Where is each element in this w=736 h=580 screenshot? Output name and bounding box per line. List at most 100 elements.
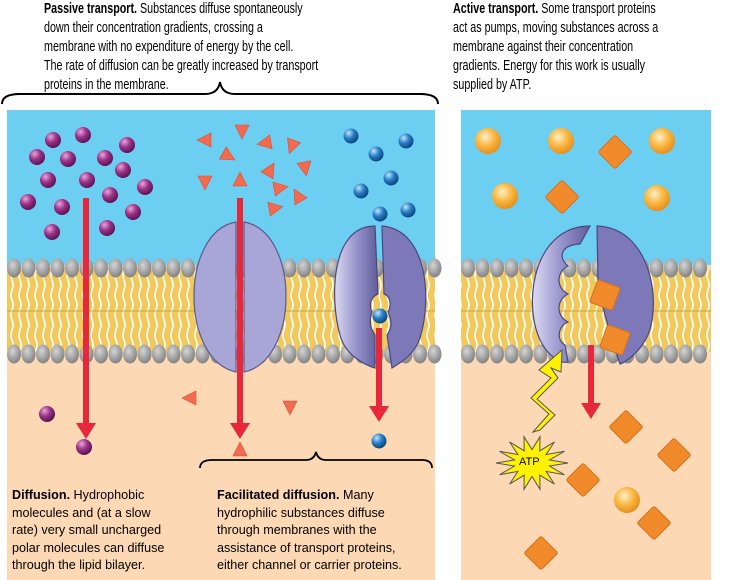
- phospholipid-head: [108, 344, 123, 364]
- phospholipid-head: [678, 258, 693, 278]
- pumped-solute: [657, 438, 691, 472]
- caption-line: The rate of diffusion can be greatly inc…: [44, 58, 319, 74]
- passive-transport-caption: Passive transport. Substances diffuse sp…: [44, 0, 318, 95]
- caption-line: either channel or carrier proteins.: [217, 558, 402, 573]
- hydrophobic-molecule: [54, 199, 70, 215]
- phospholipid-head: [21, 258, 36, 278]
- carrier-transported-molecule: [383, 170, 399, 186]
- phospholipid-head: [94, 258, 108, 278]
- phospholipid-head: [311, 344, 326, 364]
- orange-solute-sphere: [475, 128, 501, 154]
- phospholipid-head: [166, 258, 181, 278]
- pumped-solute: [566, 463, 600, 497]
- hydrophobic-molecule: [40, 172, 56, 188]
- hydrophobic-molecule: [79, 172, 95, 188]
- phospholipid-head: [562, 258, 577, 278]
- phospholipid-head: [461, 258, 475, 278]
- phospholipid-head: [475, 258, 490, 278]
- orange-solute-sphere: [492, 183, 518, 209]
- hydrophilic-molecule: [181, 390, 197, 406]
- pumped-solute: [609, 410, 643, 444]
- caption-line: act as pumps, moving substances across a: [453, 20, 659, 36]
- pump-protein-left-half: [531, 225, 592, 363]
- phospholipid-head: [577, 258, 591, 278]
- pumped-solute: [524, 536, 558, 570]
- phospholipid-head: [50, 258, 65, 278]
- hydrophilic-molecule: [293, 188, 308, 206]
- pumped-solute: [637, 506, 671, 540]
- phospholipid-head: [36, 344, 50, 364]
- caption-line: gradients. Energy for this work is usual…: [453, 58, 646, 74]
- pumped-solute: [599, 324, 631, 356]
- caption-line: polar molecules can diffuse: [12, 540, 165, 555]
- phospholipid-head: [427, 258, 442, 278]
- phospholipid-head: [577, 344, 591, 364]
- channel-protein-right-half: [243, 221, 287, 373]
- phospholipid-head: [413, 344, 427, 364]
- carrier-transported-molecule: [372, 206, 388, 222]
- caption-line: proteins in the membrane.: [44, 77, 169, 93]
- phospholipid-head: [36, 258, 50, 278]
- phospholipid-head: [152, 344, 166, 364]
- facilitated-title: Facilitated diffusion.: [217, 488, 340, 502]
- phospholipid-head: [282, 344, 297, 364]
- caption-line: Hydrophobic: [70, 488, 145, 502]
- atp-label: ATP: [519, 456, 540, 468]
- phospholipid-head: [427, 344, 442, 364]
- phospholipid-head: [108, 258, 123, 278]
- carrier-transported-molecule: [353, 183, 369, 199]
- caption-line: membrane against their concentration: [453, 39, 634, 55]
- hydrophobic-molecule: [125, 204, 141, 220]
- carrier-transported-molecule: [398, 133, 414, 149]
- hydrophobic-molecule: [29, 149, 45, 165]
- hydrophobic-molecule: [97, 150, 113, 166]
- phospholipid-head: [490, 344, 504, 364]
- phospholipid-head: [181, 344, 195, 364]
- passive-transport-brace: [1, 81, 439, 105]
- caption-line: rate) very small uncharged: [12, 523, 162, 538]
- hydrophilic-molecule: [232, 441, 248, 457]
- carrier-transported-molecule: [400, 202, 416, 218]
- phospholipid-head: [282, 258, 297, 278]
- active-title: Active transport.: [453, 1, 539, 17]
- caption-line: assistance of transport proteins,: [217, 540, 396, 555]
- diffusion-title: Diffusion.: [12, 488, 71, 502]
- hydrophilic-molecule: [282, 400, 298, 416]
- hydrophilic-molecule: [218, 146, 236, 161]
- phospholipid-head: [693, 344, 707, 364]
- phospholipid-head: [475, 344, 490, 364]
- channel-diffusion-arrow-head: [230, 423, 250, 439]
- orange-solute-sphere: [548, 128, 574, 154]
- phospholipid-head: [7, 344, 21, 364]
- active-transport-arrow-head: [581, 403, 601, 419]
- pumped-solute: [589, 279, 621, 311]
- caption-line: membrane with no expenditure of energy b…: [44, 39, 294, 55]
- phospholipid-head: [664, 344, 678, 364]
- hydrophobic-molecule: [99, 220, 115, 236]
- caption-line: Substances diffuse spontaneously: [137, 1, 303, 17]
- hydrophilic-molecule: [296, 160, 312, 177]
- caption-line: supplied by ATP.: [453, 77, 532, 93]
- carrier-transported-molecule: [371, 433, 387, 449]
- caption-line: Many: [339, 488, 374, 502]
- phospholipid-head: [504, 258, 519, 278]
- diffusion-direction-arrow-head: [76, 423, 96, 439]
- hydrophilic-molecule: [287, 137, 302, 155]
- caption-line: hydrophilic substances diffuse: [217, 505, 385, 520]
- hydrophobic-molecule: [60, 151, 76, 167]
- carrier-transported-molecule: [372, 308, 388, 324]
- carrier-transported-molecule: [368, 146, 384, 162]
- caption-line: through the lipid bilayer.: [12, 558, 146, 573]
- phospholipid-head: [504, 344, 519, 364]
- phospholipid-head: [195, 344, 210, 364]
- orange-solute-sphere: [644, 185, 670, 211]
- phospholipid-head: [461, 344, 475, 364]
- phospholipid-head: [94, 344, 108, 364]
- orange-solute-sphere: [649, 128, 675, 154]
- hydrophilic-molecule: [234, 124, 250, 140]
- hydrophilic-molecule: [272, 181, 289, 197]
- carrier-protein-right-half: [381, 225, 427, 370]
- pumped-solute: [545, 180, 579, 214]
- phospholipid-head: [50, 344, 65, 364]
